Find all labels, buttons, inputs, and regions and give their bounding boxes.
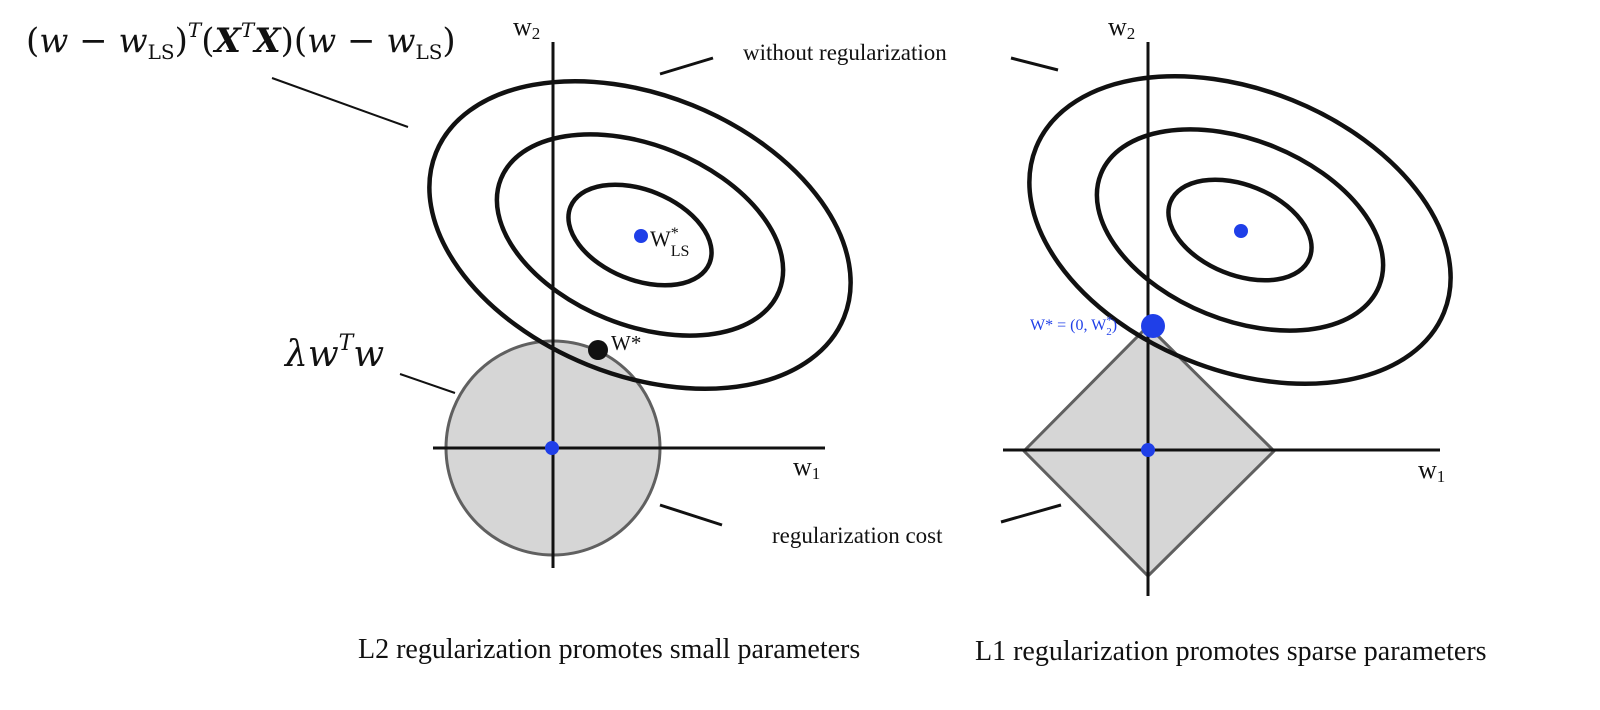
l2-wls-point xyxy=(634,229,648,243)
l2-loss-contours xyxy=(427,78,853,392)
l2-w1-label: w1 xyxy=(793,452,820,483)
l2-contour-middle xyxy=(494,132,786,338)
reg-cost-leader-right xyxy=(1000,503,1062,524)
wls-label: W*LS xyxy=(650,225,689,260)
l1-panel xyxy=(1000,42,1453,596)
l2-wstar-point xyxy=(588,340,608,360)
l1-wstar-point xyxy=(1141,314,1165,338)
without-reg-leader-right xyxy=(1010,56,1059,72)
loss-formula-leader xyxy=(271,77,409,128)
l1-w1-label: w1 xyxy=(1418,455,1445,486)
l1-origin-point xyxy=(1141,443,1155,457)
l1-w2-label: w2 xyxy=(1108,12,1135,43)
without-reg-annotation: without regularization xyxy=(743,40,947,65)
l2-panel xyxy=(271,42,853,568)
l1-contour-outer xyxy=(1027,73,1453,387)
l1-wstar-label: W* = (0, W*2) xyxy=(1030,313,1117,338)
l2-caption: L2 regularization promotes small paramet… xyxy=(358,634,860,665)
l1-loss-contours xyxy=(1027,73,1453,387)
l1-contour-inner xyxy=(1166,177,1314,283)
l2-contour-outer xyxy=(427,78,853,392)
without-reg-leader-left xyxy=(659,56,714,76)
l2-contour-inner xyxy=(566,182,714,288)
l1-contour-middle xyxy=(1094,127,1386,333)
reg-cost-leader-left xyxy=(659,503,723,527)
loss-formula: (w − wLS)T(XTX)(w − wLS) xyxy=(26,18,456,64)
l1-caption: L1 regularization promotes sparse parame… xyxy=(975,636,1487,667)
wstar-label: W* xyxy=(611,331,641,355)
reg-formula-leader xyxy=(399,373,456,394)
l2-w2-label: w2 xyxy=(513,12,540,43)
l2-origin-point xyxy=(545,441,559,455)
reg-cost-annotation: regularization cost xyxy=(772,523,943,548)
l1-wls-point xyxy=(1234,224,1248,238)
reg-formula: λwTw xyxy=(283,331,384,375)
